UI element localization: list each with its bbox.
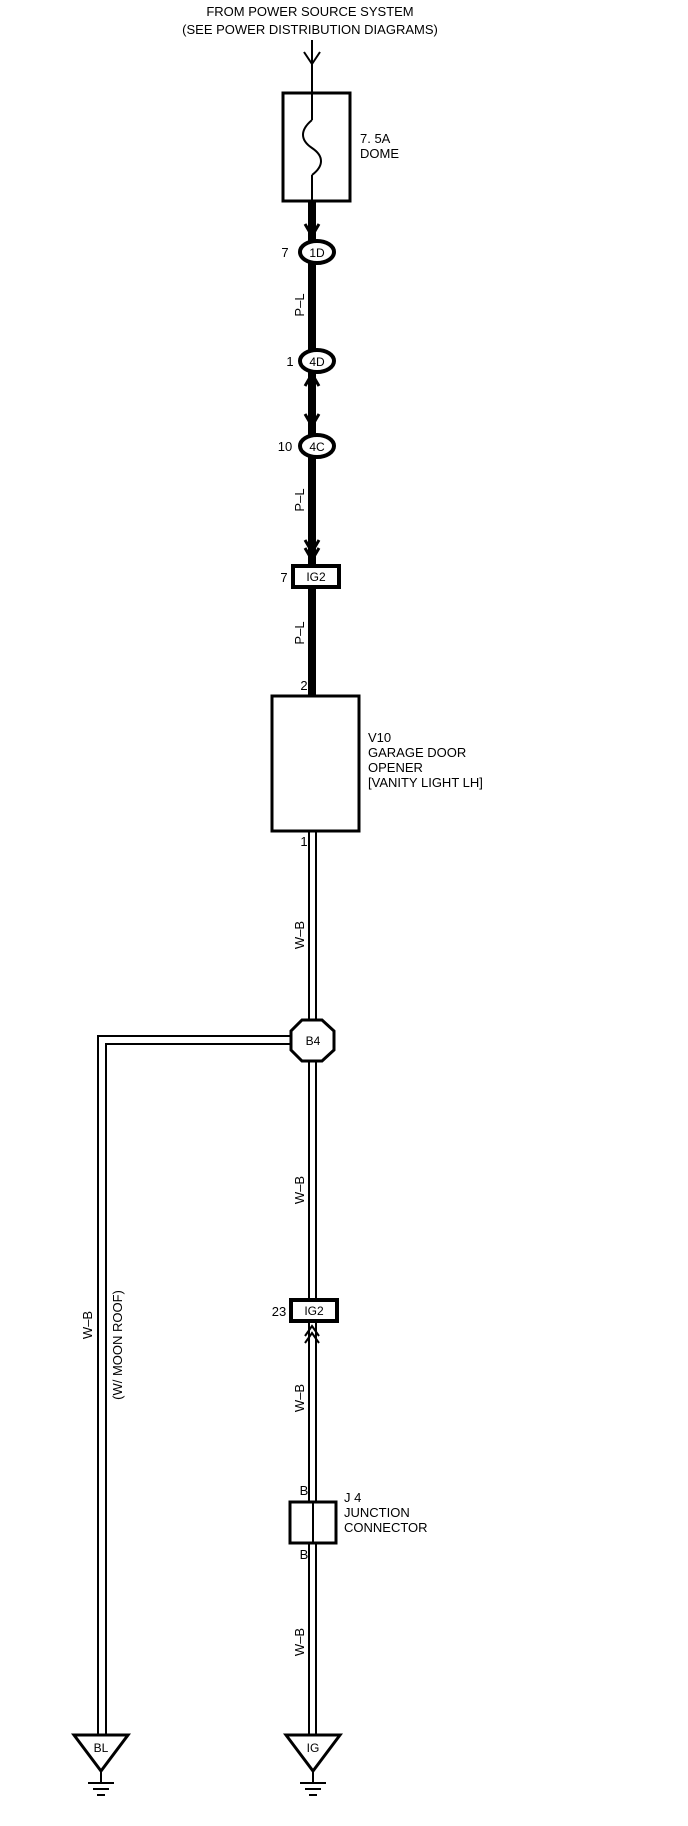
wire-label-wb-3: W–B	[292, 1384, 307, 1412]
connector-4d: 4D	[298, 348, 336, 429]
fuse-rating: 7. 5A	[360, 131, 391, 146]
junction-line-2: CONNECTOR	[344, 1520, 428, 1535]
v10-pin-1: 1	[300, 834, 307, 849]
v10-pin-2: 2	[300, 678, 307, 693]
header-line-2: (SEE POWER DISTRIBUTION DIAGRAMS)	[182, 22, 438, 37]
component-v10	[270, 694, 361, 833]
fuse-dome	[281, 91, 352, 203]
j4-pin-top: B	[300, 1483, 309, 1498]
pin-ig2-top: 7	[280, 570, 287, 585]
j4-pin-bottom: B	[300, 1547, 309, 1562]
connector-1d: 1D	[298, 223, 336, 265]
connector-b4: B4	[289, 1018, 336, 1063]
junction-line-1: JUNCTION	[344, 1505, 410, 1520]
svg-text:IG: IG	[307, 1741, 320, 1755]
ground-ig: IG	[283, 1733, 343, 1796]
wire-label-left-note: (W/ MOON ROOF)	[110, 1290, 125, 1400]
wire-label-pl-3: P–L	[292, 621, 307, 644]
component-line-2: OPENER	[368, 760, 423, 775]
connector-4c: 4C	[298, 433, 336, 459]
wire-w-b-left	[97, 1035, 293, 1735]
header-line-1: FROM POWER SOURCE SYSTEM	[206, 4, 413, 19]
component-line-1: GARAGE DOOR	[368, 745, 466, 760]
svg-text:IG2: IG2	[304, 1304, 324, 1318]
wire-w-b-main	[308, 831, 317, 1735]
wire-label-wb-2: W–B	[292, 1176, 307, 1204]
svg-text:IG2: IG2	[306, 570, 326, 584]
pin-4d: 1	[286, 354, 293, 369]
wire-label-wb-4: W–B	[292, 1628, 307, 1656]
connector-ig2-bottom: IG2	[289, 1298, 339, 1344]
component-id: V10	[368, 730, 391, 745]
wire-label-pl-2: P–L	[292, 488, 307, 511]
fuse-name: DOME	[360, 146, 399, 161]
wire-label-wb-1: W–B	[292, 921, 307, 949]
wire-label-left: W–B	[80, 1311, 95, 1339]
junction-id: J 4	[344, 1490, 361, 1505]
ground-bl: BL	[71, 1733, 131, 1796]
component-line-3: [VANITY LIGHT LH]	[368, 775, 483, 790]
svg-text:BL: BL	[94, 1741, 109, 1755]
pin-4c: 10	[278, 439, 292, 454]
svg-text:1D: 1D	[309, 246, 325, 260]
pin-1d: 7	[281, 245, 288, 260]
junction-j4	[288, 1500, 338, 1545]
pin-ig2-bottom: 23	[272, 1304, 286, 1319]
connector-ig2-top: IG2	[291, 539, 341, 589]
svg-text:4D: 4D	[309, 355, 325, 369]
svg-text:B4: B4	[306, 1034, 321, 1048]
svg-text:4C: 4C	[309, 440, 325, 454]
wire-label-pl-1: P–L	[292, 293, 307, 316]
source-arrow	[303, 40, 321, 93]
